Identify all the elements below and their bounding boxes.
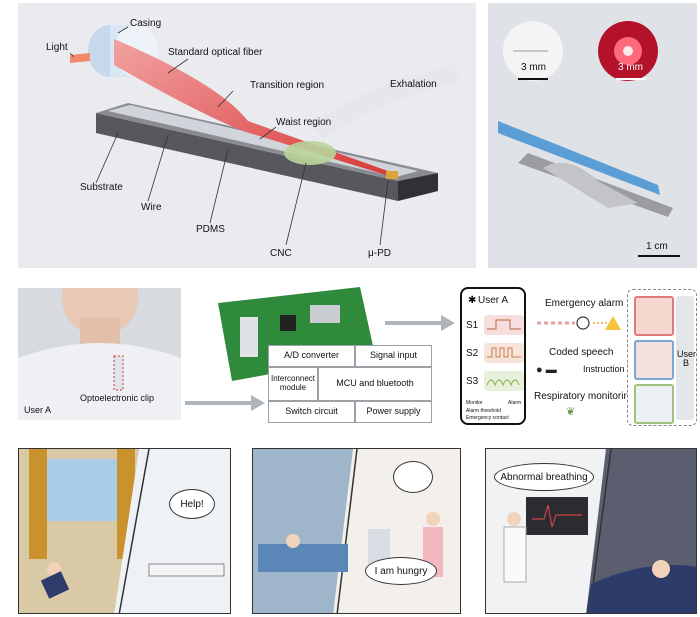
label-cnc: CNC [270,248,292,259]
device-photo-panel: 3 mm 3 mm 1 cm [488,3,697,268]
arrow-to-circuit [185,395,265,411]
circuit-panel: A/D converter Signal input Interconnect … [210,285,436,425]
scale-label-left: 3 mm [521,62,546,73]
bluetooth-icon: ✱ [468,295,477,306]
label-waist: Waist region [276,117,332,128]
label-emergency-alarm: Emergency alarm [545,298,624,309]
label-standard-fiber: Standard optical fiber [168,47,263,58]
label-pd: μ-PD [368,248,391,259]
user-b-bar [676,296,694,420]
phone-panel: ✱ User A S1 S2 S3 Monitor Alarm Alarm th… [460,287,526,425]
user-b-panel: User B [627,289,697,426]
circuit-cell-power: Power supply [355,401,432,423]
circuit-cell-ad: A/D converter [268,345,355,367]
phone-alarm: Alarm [508,400,522,406]
label-clip: Optoelectronic clip [80,393,155,403]
phone-user-label: User A [478,295,509,306]
bubble-food [393,461,433,493]
phone-alarm-threshold: Alarm threshold [466,408,502,414]
circuit-cell-signal: Signal input [355,345,432,367]
user-b-avatar-1 [634,296,674,336]
user-b-avatar-3 [634,384,674,424]
emergency-alarm-graphic [537,316,621,330]
device-schematic-panel: Casing Light Standard optical fiber Tran… [18,3,476,268]
lungs-icon: ❦ [566,406,576,418]
label-respiratory: Respiratory monitoring [534,391,635,402]
scale-label-bottom: 1 cm [646,241,668,252]
morse-dot-dash-icon: ● ▬ [536,364,557,376]
bubble-abnormal: Abnormal breathing [494,463,594,491]
phone-s2: S2 [466,348,479,359]
label-pdms: PDMS [196,224,225,235]
phone-s1: S1 [466,320,479,331]
phone-s3: S3 [466,376,479,387]
user-b-avatar-2 [634,340,674,380]
label-coded-speech: Coded speech [549,347,614,358]
phone-signal-waves [484,315,524,391]
circuit-cell-interconnect: Interconnect module [268,367,318,401]
label-instruction: Instruction [583,364,625,374]
scale-label-right: 3 mm [618,62,643,73]
label-user-b: User B [677,349,697,368]
user-photo-art [18,288,181,420]
label-wire: Wire [141,202,162,213]
device-photo-art [498,21,680,257]
label-casing: Casing [130,18,162,29]
bubble-help: Help! [169,489,215,519]
label-exhalation: Exhalation [390,79,437,90]
comic-help-panel: Help! [18,448,231,614]
label-transition: Transition region [250,80,325,91]
phone-monitor: Monitor [466,400,483,406]
label-substrate: Substrate [80,182,123,193]
comic-help-art [19,449,230,613]
comic-breathing-panel: Abnormal breathing [485,448,697,614]
label-light: Light [46,42,68,53]
arrow-to-phone [385,315,455,331]
bubble-hungry: I am hungry [365,557,437,585]
user-photo-panel: User A Optoelectronic clip [18,288,181,420]
circuit-cell-switch: Switch circuit [268,401,355,423]
device-schematic-art [69,25,460,246]
comic-hungry-panel: I am hungry [252,448,461,614]
phone-emergency-contact: Emergency contact [466,415,509,421]
label-user-a: User A [24,405,52,415]
circuit-cell-mcu: MCU and bluetooth [318,367,432,401]
